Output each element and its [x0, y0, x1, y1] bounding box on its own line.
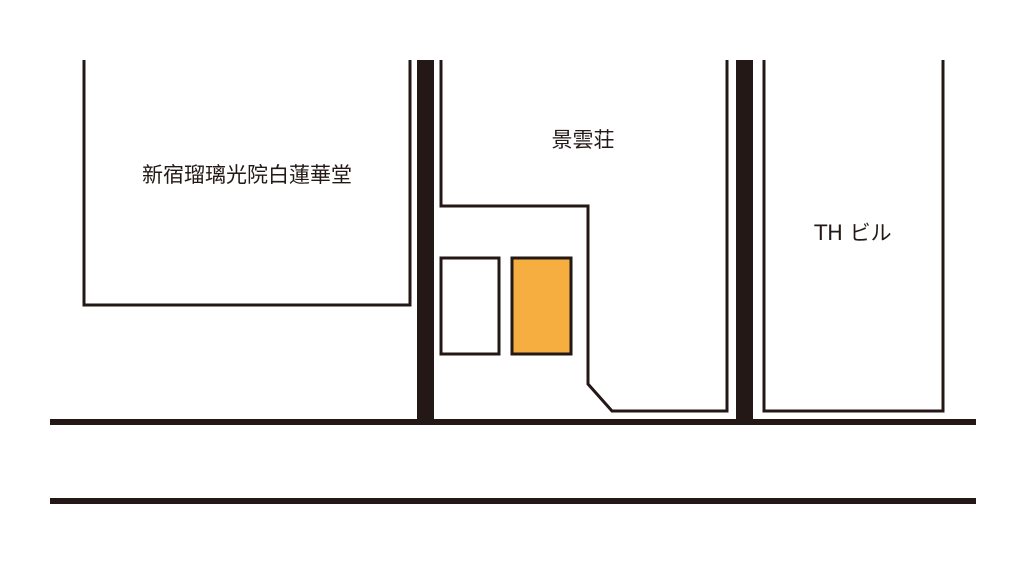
parking-space-empty [439, 256, 501, 356]
building-right-label: TH ビル [813, 221, 891, 245]
building-right-outline [762, 60, 945, 413]
alley-wall-left [417, 60, 434, 422]
building-left-label: 新宿瑠璃光院白蓮華堂 [142, 163, 352, 187]
building-center-label: 景雲荘 [552, 128, 615, 152]
alley-wall-right [736, 60, 753, 422]
building-left-outline [82, 60, 412, 307]
building-center-outline [439, 60, 729, 413]
parking-space-highlighted [510, 256, 573, 356]
